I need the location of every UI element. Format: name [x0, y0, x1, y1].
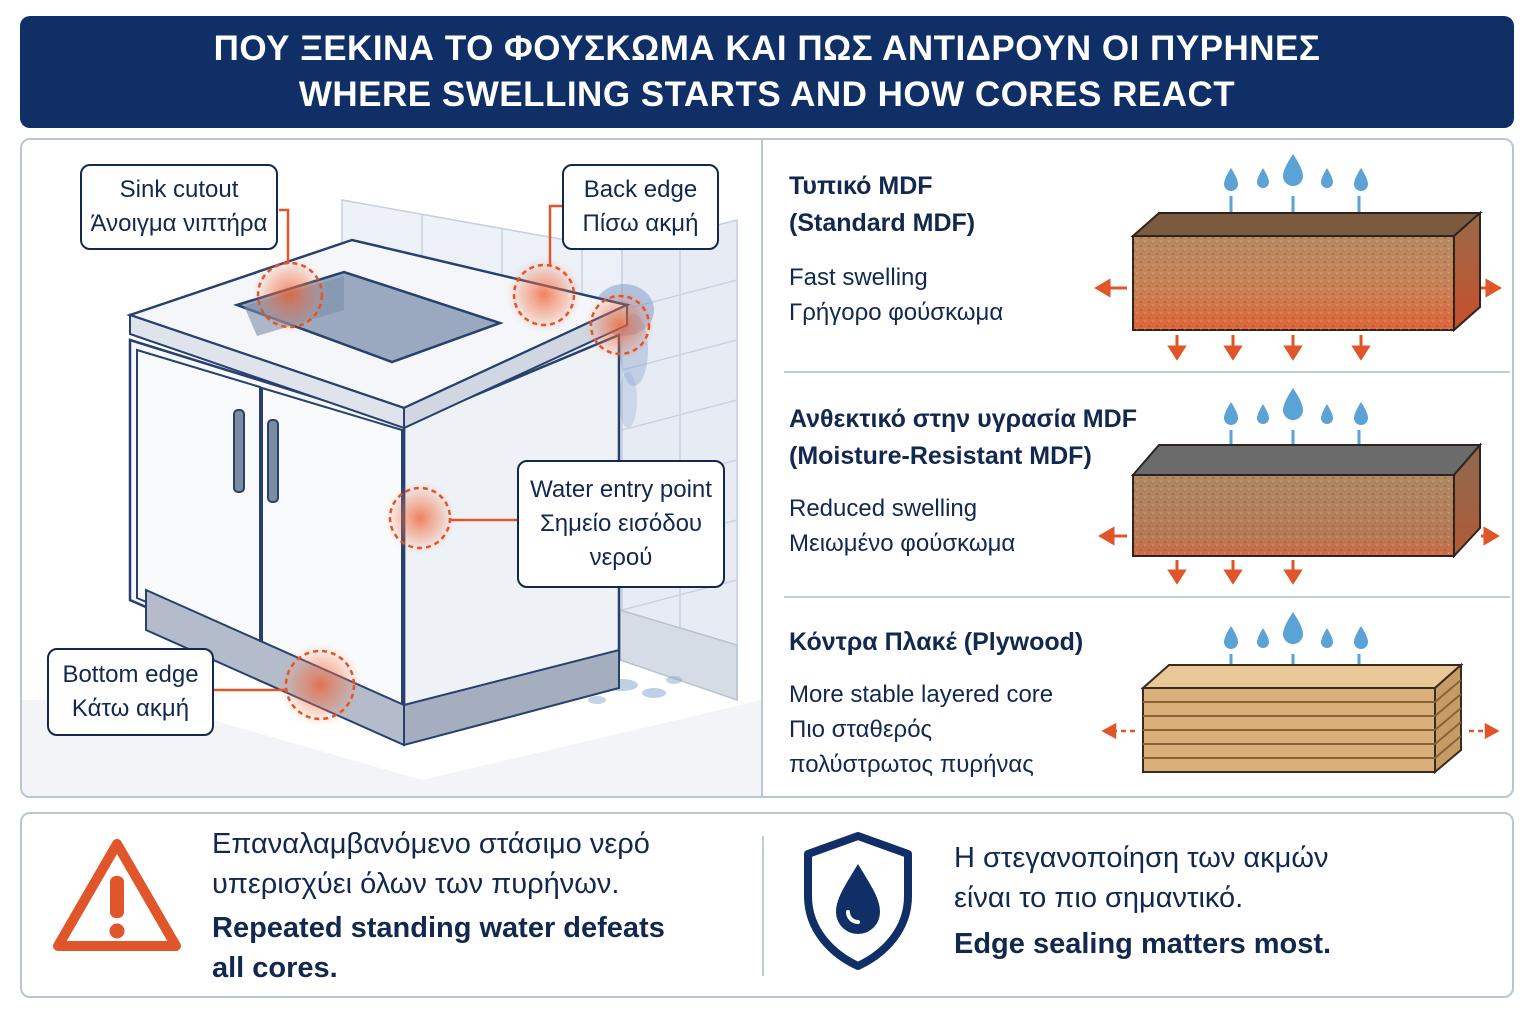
callout-bottom-en: Bottom edge — [62, 661, 199, 688]
standard-mdf-block — [1130, 210, 1483, 333]
shield-water-drop-icon — [804, 832, 912, 970]
moisture-resistant-mdf-block — [1130, 442, 1483, 559]
core-separator-2 — [784, 596, 1510, 598]
bottom-panel: Επαναλαμβανόμενο στάσιμο νερό υπερισχύει… — [20, 812, 1514, 998]
sealing-el-line2: είναι το πιο σημαντικό. — [954, 882, 1244, 914]
core-standard-text: Τυπικό MDF (Standard MDF) Fast swelling … — [789, 168, 1003, 330]
back-edge-target-circle — [512, 263, 576, 327]
back-corner-target-circle — [589, 294, 651, 356]
sink-target-circle — [256, 261, 324, 329]
callout-water-entry: Water entry point Σημείο εισόδου νερού — [517, 460, 725, 588]
sink-leader-line — [279, 208, 290, 264]
warning-el-line2: υπερισχύει όλων των πυρήνων. — [212, 868, 620, 900]
header-banner: ΠΟΥ ΞΕΚΙΝΑ ΤΟ ΦΟΥΣΚΩΜΑ ΚΑΙ ΠΩΣ ΑΝΤΙΔΡΟΥΝ… — [20, 16, 1514, 128]
bottom-divider — [762, 836, 764, 976]
panel-divider — [761, 140, 763, 796]
plywood-block — [1140, 662, 1464, 775]
warning-triangle-icon — [53, 839, 181, 951]
sealing-el-line1: Η στεγανοποίηση των ακμών — [954, 842, 1329, 874]
callout-bottom-el: Κάτω ακμή — [71, 695, 190, 722]
callout-entry-el1: Σημείο εισόδου — [539, 510, 703, 537]
core-mr-title-en: (Moisture-Resistant MDF) — [789, 442, 1092, 470]
target-circles — [256, 261, 651, 721]
cabinet-plinth-side — [403, 648, 620, 747]
core-blocks-illustration — [1094, 154, 1502, 775]
callout-back-en: Back edge — [583, 176, 698, 203]
callout-back-el: Πίσω ακμή — [582, 210, 699, 237]
callout-sink-el: Άνοιγμα νιπτήρα — [90, 210, 268, 237]
door-handle-right — [267, 419, 279, 503]
callout-entry-el2: νερού — [589, 544, 653, 571]
water-drops — [1224, 154, 1368, 649]
title-greek: ΠΟΥ ΞΕΚΙΝΑ ΤΟ ΦΟΥΣΚΩΜΑ ΚΑΙ ΠΩΣ ΑΝΤΙΔΡΟΥΝ… — [213, 29, 1321, 68]
door-handle-left — [233, 409, 245, 493]
water-drop-icon — [1224, 154, 1368, 191]
core-plywood-desc-el2: πολύστρωτος πυρήνας — [789, 751, 1034, 778]
edge-sealing-message: Η στεγανοποίηση των ακμών είναι το πιο σ… — [954, 838, 1331, 964]
core-standard-title-en: (Standard MDF) — [789, 209, 976, 237]
sealing-en-line1: Edge sealing matters most. — [954, 928, 1332, 960]
core-mr-desc-el: Μειωμένο φούσκωμα — [789, 530, 1016, 557]
core-mr-title-el: Ανθεκτικό στην υγρασία MDF — [789, 405, 1137, 433]
core-mr-text: Ανθεκτικό στην υγρασία MDF (Moisture-Res… — [789, 401, 1137, 561]
core-plywood-title: Κόντρα Πλακέ (Plywood) — [789, 628, 1084, 656]
swelling-glows — [252, 257, 656, 727]
plywood-minor-arrows — [1101, 722, 1500, 740]
warning-en-line2: all cores. — [212, 952, 338, 984]
core-separator-1 — [784, 371, 1510, 373]
core-plywood-desc-en: More stable layered core — [789, 681, 1054, 708]
swelling-arrows — [1094, 278, 1502, 585]
callout-back-edge: Back edge Πίσω ακμή — [562, 164, 719, 250]
warning-message: Επαναλαμβανόμενο στάσιμο νερό υπερισχύει… — [212, 824, 665, 988]
entry-target-circle — [388, 486, 452, 550]
warning-en-line1: Repeated standing water defeats — [212, 912, 665, 944]
main-panel: Sink cutout Άνοιγμα νιπτήρα Back edge Πί… — [20, 138, 1514, 798]
core-standard-title-el: Τυπικό MDF — [789, 172, 933, 200]
bottom-edge-target-circle — [284, 649, 356, 721]
callout-entry-en: Water entry point — [530, 476, 712, 503]
core-mr-desc-en: Reduced swelling — [789, 495, 978, 522]
core-plywood-desc-el1: Πιο σταθερός — [789, 716, 933, 743]
leader-lines — [214, 204, 562, 692]
core-standard-desc-en: Fast swelling — [789, 264, 928, 291]
callout-bottom-edge: Bottom edge Κάτω ακμή — [47, 648, 214, 736]
title-english: WHERE SWELLING STARTS AND HOW CORES REAC… — [298, 75, 1236, 114]
core-standard-desc-el: Γρήγορο φούσκωμα — [789, 299, 1004, 326]
warning-el-line1: Επαναλαμβανόμενο στάσιμο νερό — [212, 828, 650, 860]
callout-sink-en: Sink cutout — [119, 176, 239, 203]
core-plywood-text: Κόντρα Πλακέ (Plywood) More stable layer… — [789, 624, 1083, 782]
back-leader-line — [548, 204, 562, 265]
callout-sink-cutout: Sink cutout Άνοιγμα νιπτήρα — [80, 164, 278, 250]
